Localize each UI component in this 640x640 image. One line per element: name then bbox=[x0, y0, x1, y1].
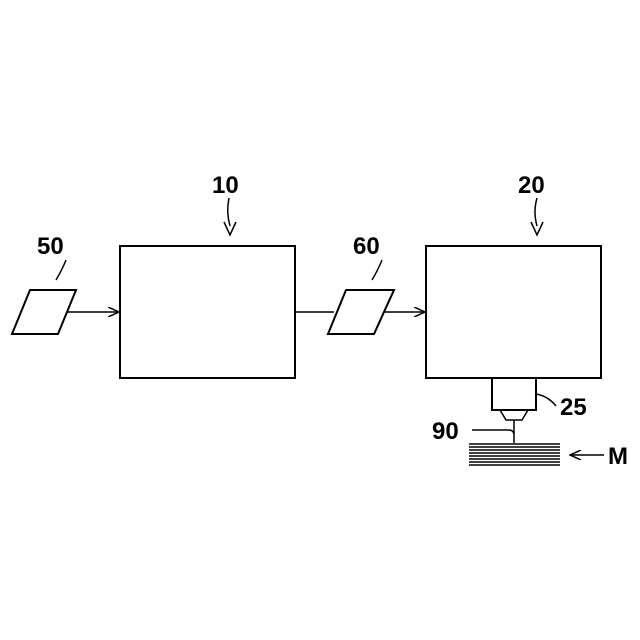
head-25 bbox=[492, 378, 536, 410]
label-60: 60 bbox=[353, 233, 380, 260]
head-25-leader bbox=[536, 394, 556, 406]
head-25-nozzle-taper bbox=[500, 410, 528, 420]
label-10: 10 bbox=[212, 172, 239, 199]
data-50-parallelogram bbox=[12, 290, 76, 334]
data-60-parallelogram bbox=[328, 290, 394, 334]
data-50-leader bbox=[56, 260, 66, 280]
block-20 bbox=[426, 246, 601, 378]
label-90: 90 bbox=[432, 418, 459, 445]
block-10-leader bbox=[228, 198, 230, 226]
label-50: 50 bbox=[37, 233, 64, 260]
label-20: 20 bbox=[518, 172, 545, 199]
block-10 bbox=[120, 246, 295, 378]
material-m-layers bbox=[469, 444, 560, 465]
nozzle-90-leader bbox=[472, 430, 514, 434]
block-20-leader bbox=[535, 198, 537, 226]
data-60-leader bbox=[372, 260, 382, 280]
label-25: 25 bbox=[560, 394, 587, 421]
label-m: M bbox=[608, 443, 628, 470]
